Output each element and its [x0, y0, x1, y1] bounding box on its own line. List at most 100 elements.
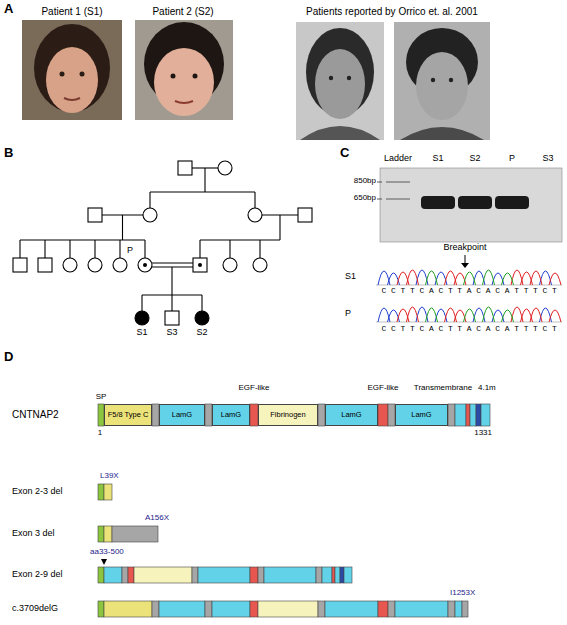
pedigree	[259, 240, 260, 258]
trace-label: S1	[345, 272, 356, 282]
domain-box: LamG	[159, 404, 205, 426]
pedigree	[200, 239, 280, 240]
pedigree	[149, 192, 150, 208]
truncated-protein-bar	[322, 567, 332, 583]
patient-photo	[193, 74, 198, 79]
truncated-protein-bar	[325, 601, 378, 617]
protein-bar	[470, 404, 476, 426]
mutation-name: Exon 3 del	[12, 529, 55, 539]
domain-label: SP	[96, 393, 107, 402]
gel-image	[421, 196, 455, 209]
lane-label: P	[509, 154, 515, 164]
residue-number: 1	[98, 429, 102, 438]
protein-bar	[152, 404, 159, 426]
pedigree	[298, 208, 312, 222]
gel-image	[458, 196, 492, 209]
domain-name: LamG	[221, 411, 241, 419]
pedigree	[13, 161, 312, 325]
sequence-text: C C T T C A C T T A C A C A T T T C T	[382, 325, 557, 334]
protein-name: CNTNAP2	[12, 409, 59, 420]
pedigree	[204, 168, 205, 192]
patient-photo	[394, 22, 490, 140]
truncated-protein-bar	[128, 567, 134, 583]
truncated-protein-bar	[104, 567, 122, 583]
pedigree	[223, 258, 237, 272]
patient-photo	[64, 98, 80, 100]
truncated-protein-bar	[192, 567, 198, 583]
truncated-protein-bar	[122, 567, 128, 583]
pedigree	[141, 295, 142, 311]
patient-photo	[449, 78, 453, 82]
size-marker: 850bp	[354, 177, 376, 186]
pedigree-label: S2	[196, 328, 207, 338]
trace-label: P	[345, 309, 351, 319]
pedigree	[38, 258, 52, 272]
pedigree	[135, 311, 149, 325]
pedigree	[119, 240, 120, 258]
lane-label: S3	[542, 154, 553, 164]
pedigree	[143, 263, 147, 267]
pedigree	[143, 208, 157, 222]
protein-bar	[448, 404, 455, 426]
truncated-protein-bar	[198, 567, 250, 583]
truncated-protein-bar	[98, 526, 104, 542]
truncated-protein-bar	[112, 526, 158, 542]
gel-image	[380, 168, 562, 242]
truncated-protein-bar	[378, 601, 388, 617]
size-marker: 650bp	[354, 194, 376, 203]
patient-photo	[171, 74, 176, 79]
pedigree	[113, 258, 127, 272]
truncated-protein-bar	[340, 567, 344, 583]
gel-image	[386, 181, 410, 183]
patient-photo	[135, 20, 233, 120]
pedigree	[44, 240, 45, 258]
domain-label: 4.1m	[478, 384, 496, 393]
truncated-protein-bar	[104, 601, 152, 617]
domain-name: LamG	[411, 411, 431, 419]
truncated-protein-bar	[98, 567, 104, 583]
patient-photo	[329, 76, 333, 80]
sequence-text: C C T T C A C T T A C A C A T T T C T	[382, 287, 557, 296]
patient-photo	[34, 24, 110, 112]
gel-image	[377, 168, 562, 242]
patient-photo	[80, 72, 85, 77]
patient-photo	[394, 22, 490, 140]
domain-name: LamG	[172, 411, 192, 419]
truncated-protein-bar	[258, 567, 264, 583]
truncated-protein-bar	[205, 601, 212, 617]
patient-photo	[416, 52, 468, 120]
truncated-protein-bar	[250, 601, 258, 617]
photo-caption: Patient 1 (S1)	[41, 6, 102, 17]
pedigree	[144, 240, 145, 258]
truncated-protein-bar	[250, 567, 258, 583]
patient-photo	[347, 76, 351, 80]
truncated-protein-bar	[98, 526, 158, 542]
truncated-protein-bar	[104, 526, 112, 542]
patient-photo	[300, 126, 380, 140]
protein-bar	[318, 404, 325, 426]
pedigree	[218, 161, 232, 175]
pedigree	[201, 295, 202, 311]
truncated-protein-bar	[98, 559, 352, 583]
patient-photo	[154, 48, 214, 116]
protein-bar	[476, 404, 481, 426]
lane-label: S1	[432, 154, 443, 164]
truncated-protein-bar	[388, 601, 395, 617]
pedigree	[178, 161, 192, 175]
pedigree	[152, 262, 193, 263]
truncated-protein-bar	[332, 567, 335, 583]
pedigree	[138, 258, 152, 272]
protein-bar	[466, 404, 470, 426]
breakpoint-label: Breakpoint	[443, 243, 486, 253]
pedigree	[254, 192, 255, 208]
pedigree	[248, 208, 262, 222]
truncated-protein-bar	[212, 601, 250, 617]
mutation-name: Exon 2-9 del	[12, 570, 63, 580]
pedigree	[199, 240, 200, 258]
pedigree	[94, 240, 95, 258]
pedigree	[13, 258, 27, 272]
pedigree	[63, 258, 77, 272]
truncated-protein-bar	[159, 601, 205, 617]
